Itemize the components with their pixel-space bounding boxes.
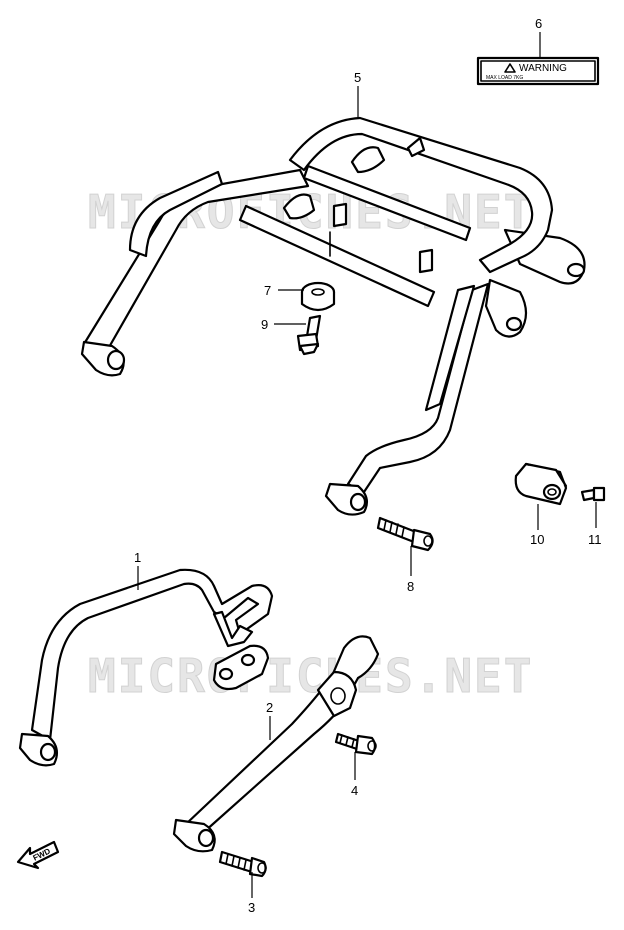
callout-3: 3 [248, 900, 255, 915]
grommet[interactable] [300, 281, 336, 312]
callout-11: 11 [588, 532, 602, 547]
callout-1: 1 [134, 550, 141, 565]
warning-label: WARNING MAX LOAD 7KG [476, 56, 600, 86]
callout-9: 9 [261, 317, 268, 332]
bolt-4[interactable] [334, 732, 377, 756]
callout-7: 7 [264, 283, 271, 298]
warning-label-title: WARNING [519, 63, 567, 74]
warning-label-fine-print: MAX LOAD 7KG [486, 75, 523, 81]
callout-5: 5 [354, 70, 361, 85]
callout-8: 8 [407, 579, 414, 594]
left-grab-handle[interactable] [18, 568, 274, 767]
screw-11[interactable] [580, 486, 606, 502]
callout-10: 10 [530, 532, 544, 547]
callout-6: 6 [535, 16, 542, 31]
clamp[interactable] [514, 462, 568, 506]
watermark-bottom: MICROFICHES.NET [88, 649, 533, 703]
right-grab-handle[interactable] [172, 635, 380, 853]
bolt-9[interactable] [296, 314, 322, 356]
bolt-8[interactable] [376, 516, 434, 552]
fwd-arrow-icon: FWD [16, 840, 60, 870]
callout-2: 2 [266, 700, 273, 715]
callout-4: 4 [351, 783, 358, 798]
bolt-3[interactable] [218, 850, 267, 878]
rear-carrier[interactable] [80, 116, 586, 516]
